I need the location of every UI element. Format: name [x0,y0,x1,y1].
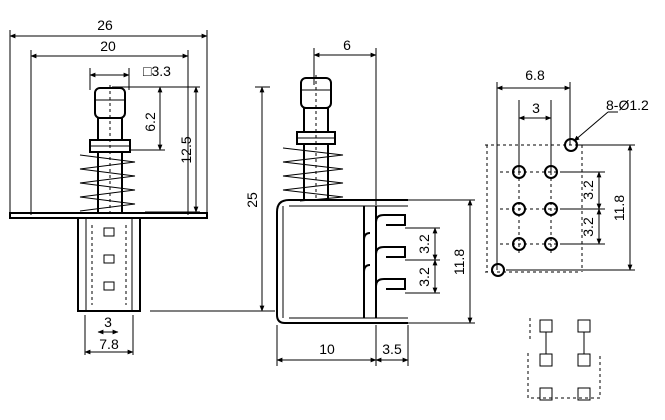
dim-hole-callout: 8-Ø1.2 [606,97,649,113]
dim-pin-pitch-b: 3.2 [416,267,432,287]
side-dimension-lines [276,52,473,363]
pin-hole [544,165,558,179]
dim-pin-extension: 3.5 [382,341,402,357]
side-extension-lines [276,48,475,366]
front-view: 26 20 □3.3 6.2 12.5 25 3 7.8 [9,17,275,355]
pin-hole [512,237,526,251]
dim-mount-span: 11.8 [611,195,627,221]
contact-pads [539,319,591,401]
dim-button-square: □3.3 [143,63,171,79]
front-dimension-lines [9,33,270,355]
side-pins [363,214,406,290]
dim-pin-pitch: 3 [104,314,112,330]
dim-total-height: 25 [244,192,260,208]
dim-pin-pitch-a: 3.2 [416,234,432,254]
pcb-dimension-lines [496,85,633,271]
dim-row-width: 6.8 [525,67,545,83]
dim-body-depth: 10 [319,341,335,357]
pin-hole [544,202,558,216]
pin-hole [544,237,558,251]
dim-button-offset: 6 [343,37,351,53]
dim-row-pitch-b: 3.2 [580,217,596,237]
dim-body-width: 7.8 [99,336,119,352]
spring [79,85,136,212]
switch-schematic [527,318,601,401]
side-frame [276,199,408,324]
dim-overall-width: 26 [97,17,113,33]
dim-spring-height: 12.5 [178,136,194,163]
pin-hole [512,202,526,216]
dim-button-height: 6.2 [142,112,158,132]
mount-hole [564,138,578,152]
pcb-layout: 6.8 3 8-Ø1.2 3.2 3.2 11.8 [485,67,649,277]
side-view: 6 3.2 3.2 11.8 10 3.5 [276,37,475,366]
dim-pin-span: 11.8 [451,249,467,275]
side-spring [282,75,344,202]
dim-col-pitch: 3 [532,100,540,116]
dim-frame-width: 20 [100,38,116,54]
dim-row-pitch-a: 3.2 [580,180,596,200]
pcb-holes [491,138,578,277]
mount-hole [491,263,505,277]
pin-hole [512,165,526,179]
front-extension-lines [9,30,275,355]
switch-body [77,217,141,312]
